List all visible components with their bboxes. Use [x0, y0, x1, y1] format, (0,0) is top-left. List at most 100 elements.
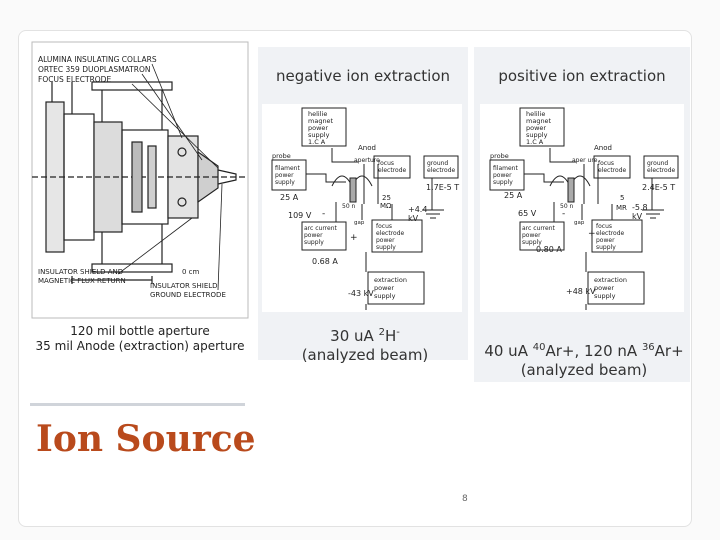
neg-gap-label: gap — [354, 220, 365, 226]
neg-arc-supply-line3: supply — [304, 239, 324, 246]
neg-minus-sign: - — [322, 209, 325, 219]
label-magnetic-flux-return: MAGNETIC FLUX RETURN — [38, 277, 126, 285]
positive-beam-species1: Ar+, 120 nA — [545, 342, 642, 360]
pos-resistor1: 50 n — [560, 203, 574, 210]
neg-extraction-voltage: -43 kV — [348, 289, 374, 298]
pos-arc-voltage: 65 V — [518, 209, 537, 218]
label-insulator-shield-flux: INSULATOR SHIELD AND — [38, 268, 123, 276]
pos-aperture-label: aper ure — [572, 157, 598, 164]
neg-arc-voltage: 109 V — [288, 211, 312, 220]
ion-source-drawing: ALUMINA INSULATING COLLARS ORTEC 359 DUO… — [31, 41, 249, 319]
pos-magnet-line3: power — [526, 124, 546, 132]
pos-ground-electrode-line2: electrode — [647, 167, 676, 174]
pos-focus-supply-line3: power — [596, 237, 615, 244]
neg-magnet-line3: power — [308, 124, 328, 132]
positive-heading: positive ion extraction — [498, 67, 666, 85]
neg-focus-voltage-line2: kV — [408, 214, 419, 223]
pos-focus-supply-line4: supply — [596, 244, 616, 251]
pos-extraction-supply-line3: supply — [594, 292, 616, 300]
neg-probe-label: probe — [272, 152, 291, 160]
neg-filament-line3: supply — [275, 179, 295, 186]
drawing-caption-line1: 120 mil bottle aperture — [70, 324, 210, 338]
pos-arc-supply-line2: power — [522, 232, 541, 239]
positive-beam-line2: (analyzed beam) — [520, 361, 648, 379]
neg-b-field: 1.7E-5 T — [426, 183, 459, 192]
neg-filament-line1: filament — [275, 165, 300, 172]
neg-focus-supply-line2: electrode — [376, 230, 405, 237]
neg-arc-current: 0.68 A — [312, 257, 338, 266]
neg-focus-voltage-line1: +4.4 — [408, 205, 427, 214]
pos-b-field: 2.4E-5 T — [642, 183, 675, 192]
slide-title: Ion Source — [36, 418, 256, 460]
negative-beam-species: H — [384, 327, 397, 345]
neg-extraction-supply-line1: extraction — [374, 276, 407, 284]
pos-filament-current: 25 A — [504, 191, 523, 200]
negative-beam-prefix: 30 uA — [330, 327, 379, 345]
neg-arc-supply-line2: power — [304, 232, 323, 239]
label-insulator-shield: INSULATOR SHIELD — [150, 282, 218, 290]
neg-ground-electrode-line1: ground — [427, 160, 448, 167]
pos-magnet-line1: helilie — [526, 110, 545, 118]
neg-focus-electrode-line2: electrode — [378, 167, 407, 174]
positive-beam-species2: Ar+ — [654, 342, 684, 360]
positive-beam-mass1: 40 — [532, 342, 546, 353]
pos-focus-electrode-line1: focus — [598, 160, 614, 167]
pos-resistor2-line2: MR — [616, 204, 627, 212]
drawing-caption-line2: 35 mil Anode (extraction) aperture — [35, 339, 245, 353]
pos-filament-line1: filament — [493, 165, 518, 172]
pos-probe-label: probe — [490, 152, 509, 160]
positive-beam-mass2: 36 — [641, 342, 655, 353]
pos-gap-label: gap — [574, 220, 585, 226]
pos-plus-sign: + — [588, 229, 596, 239]
pos-minus-sign: - — [562, 209, 565, 219]
label-alumina-collars: ALUMINA INSULATING COLLARS — [38, 55, 157, 64]
negative-beam-line2: (analyzed beam) — [301, 346, 429, 364]
pos-focus-supply-line1: focus — [596, 223, 612, 230]
neg-extraction-supply-line2: power — [374, 284, 394, 292]
pos-arc-supply-line1: arc current — [522, 225, 556, 232]
negative-beam-charge: - — [396, 327, 400, 338]
label-focus-electrode: FOCUS ELECTRODE — [38, 75, 111, 84]
page-number: 8 — [462, 494, 468, 504]
neg-aperture-label: aperture — [354, 157, 380, 164]
pos-arc-current: 0.80 A — [536, 245, 562, 254]
neg-focus-supply-line1: focus — [376, 223, 392, 230]
neg-focus-supply-line4: supply — [376, 244, 396, 251]
pos-extraction-supply-line2: power — [594, 284, 614, 292]
pos-arc-supply-line3: supply — [522, 239, 542, 246]
neg-anode-label: Anod — [358, 144, 376, 152]
neg-plus-sign: + — [350, 233, 358, 243]
positive-schematic: helilie magnet power supply 1.C A Anod a… — [480, 104, 684, 312]
neg-focus-electrode-line1: focus — [378, 160, 394, 167]
neg-ground-electrode-line2: electrode — [427, 167, 456, 174]
neg-resistor2-line1: 25 — [382, 194, 391, 202]
neg-resistor1: 50 n — [342, 203, 356, 210]
label-scale: 0 cm — [182, 268, 200, 276]
pos-magnet-line2: magnet — [526, 117, 552, 125]
positive-beam-prefix: 40 uA — [484, 342, 533, 360]
pos-focus-voltage-line2: kV — [632, 212, 643, 221]
negative-beam-mass: 2 — [378, 327, 385, 338]
pos-focus-supply-line2: electrode — [596, 230, 625, 237]
pos-magnet-line4: supply — [526, 131, 548, 139]
neg-resistor2-line2: MΩ — [380, 202, 392, 210]
pos-anode-label: Anod — [594, 144, 612, 152]
pos-focus-electrode-line2: electrode — [598, 167, 627, 174]
positive-beam-caption: 40 uA 40Ar+, 120 nA 36Ar+ (analyzed beam… — [474, 338, 694, 380]
neg-arc-supply-line1: arc current — [304, 225, 338, 232]
pos-focus-voltage-line1: -5.8 — [632, 203, 648, 212]
neg-filament-line2: power — [275, 172, 294, 179]
pos-resistor2-line1: 5 — [620, 194, 624, 202]
neg-focus-supply-line3: power — [376, 237, 395, 244]
pos-magnet-line5: 1.C A — [526, 138, 544, 146]
negative-heading: negative ion extraction — [275, 67, 451, 85]
neg-magnet-line5: 1.C A — [308, 138, 326, 146]
title-rule — [30, 403, 245, 406]
negative-beam-caption: 30 uA 2H- (analyzed beam) — [260, 323, 470, 365]
neg-filament-current: 25 A — [280, 193, 299, 202]
label-ortec-duoplasmatron: ORTEC 359 DUOPLASMATRON — [38, 65, 150, 74]
neg-extraction-supply-line3: supply — [374, 292, 396, 300]
pos-filament-line2: power — [493, 172, 512, 179]
pos-ground-electrode-line1: ground — [647, 160, 668, 167]
neg-magnet-line1: helilie — [308, 110, 327, 118]
